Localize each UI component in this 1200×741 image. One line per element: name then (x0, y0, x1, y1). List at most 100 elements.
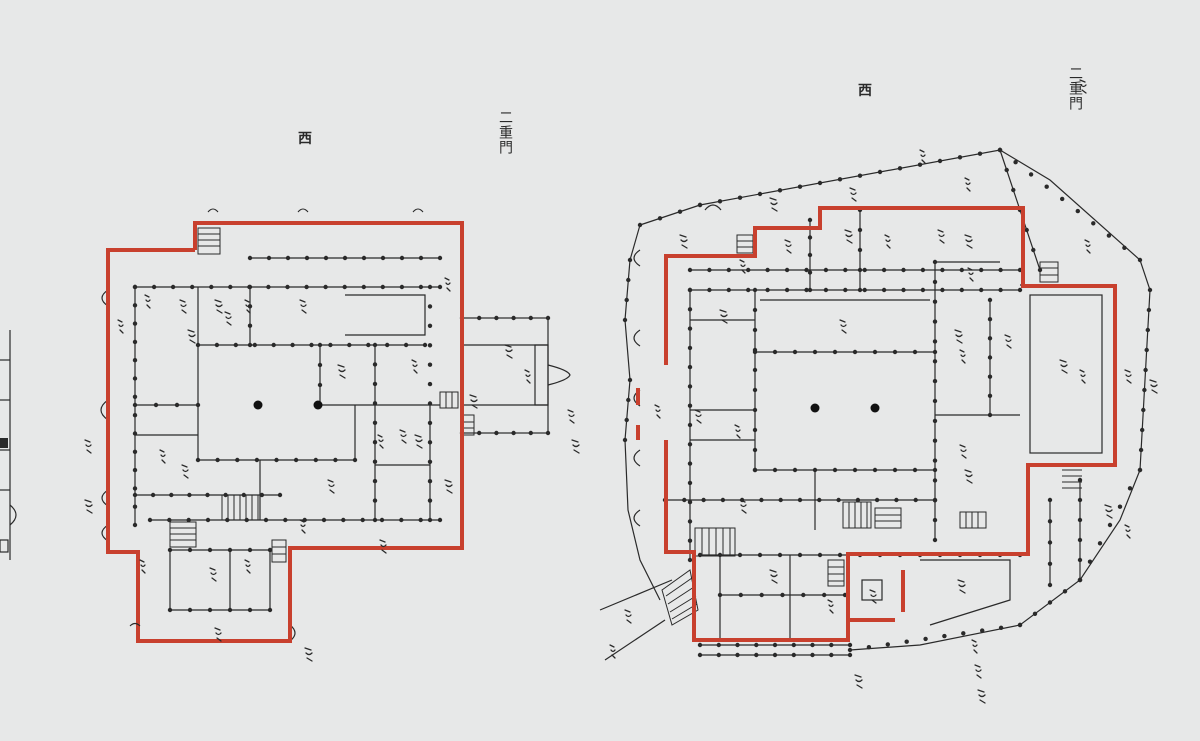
annotation-glyph (884, 234, 891, 249)
column-dot (913, 497, 918, 503)
annotation-glyph (1004, 334, 1012, 349)
column-dot (437, 517, 443, 523)
column-dot (772, 652, 778, 658)
annotation-glyph (411, 359, 418, 374)
column-dot (772, 642, 778, 648)
column-dot (241, 492, 246, 498)
column-dot (932, 517, 938, 523)
right-main-pillar-west (810, 403, 820, 413)
column-dot (637, 222, 643, 228)
column-dot (852, 467, 858, 473)
column-dot (132, 358, 138, 363)
column-dot (427, 381, 433, 387)
annotation-glyph (377, 434, 384, 449)
column-dot (784, 267, 790, 273)
column-dot (195, 402, 201, 408)
column-dot (627, 257, 633, 263)
column-dot (1144, 347, 1149, 353)
column-dot (1087, 559, 1093, 564)
column-dot (752, 349, 758, 355)
column-dot (932, 378, 938, 384)
column-dot (797, 552, 803, 558)
column-dot (174, 402, 180, 408)
column-dot (266, 284, 271, 290)
column-dot (205, 517, 211, 523)
column-dot (132, 376, 138, 381)
column-dot (427, 304, 433, 309)
column-dot (399, 255, 405, 261)
column-dot (186, 517, 191, 523)
column-dot (1024, 227, 1029, 233)
column-dot (1047, 497, 1053, 503)
column-dot (832, 349, 838, 355)
column-dot (225, 517, 230, 523)
annotation-glyph (179, 299, 187, 314)
right-main-pillar-east (870, 403, 880, 413)
column-dot (987, 412, 993, 418)
column-dot (857, 173, 863, 178)
column-dot (959, 287, 964, 293)
column-dot (1047, 600, 1053, 605)
annotation-glyph (214, 627, 222, 642)
column-dot (746, 287, 751, 293)
column-dot (380, 284, 385, 290)
column-dot (1077, 557, 1083, 563)
column-dot (244, 517, 249, 523)
column-dot (817, 552, 823, 558)
column-dot (372, 401, 378, 406)
column-dot (901, 287, 906, 293)
left-main-pillar-east (313, 400, 323, 410)
column-dot (352, 457, 358, 463)
column-dot (1106, 233, 1112, 238)
column-dot (427, 362, 433, 367)
annotation-glyph (854, 674, 863, 689)
column-dot (881, 287, 887, 293)
column-dot (829, 642, 834, 648)
column-dot (720, 497, 726, 503)
column-dot (874, 497, 880, 503)
column-dot (1013, 160, 1018, 165)
annotation-glyph (399, 429, 407, 444)
column-dot (979, 267, 984, 273)
column-dot (823, 287, 829, 293)
column-dot (427, 420, 433, 426)
column-dot (797, 184, 803, 189)
column-dot (304, 255, 310, 261)
column-dot (347, 342, 352, 348)
column-dot (1117, 504, 1123, 509)
column-dot (778, 497, 783, 503)
column-dot (961, 631, 966, 636)
annotation-glyph (839, 319, 847, 334)
annotation-glyph (524, 369, 531, 384)
column-dot (847, 652, 853, 658)
column-dot (1107, 522, 1113, 528)
column-dot (285, 284, 290, 290)
column-dot (932, 537, 938, 543)
column-dot (266, 255, 272, 261)
left-direction-mark: 西 (298, 131, 313, 147)
column-dot (987, 317, 993, 322)
column-dot (932, 398, 938, 404)
column-dot (998, 625, 1004, 630)
column-dot (511, 315, 516, 321)
annotation-glyph (869, 589, 877, 604)
column-dot (920, 267, 926, 273)
column-dot (877, 169, 883, 175)
column-dot (765, 287, 770, 293)
column-dot (892, 349, 898, 355)
column-dot (167, 607, 173, 613)
column-dot (372, 478, 378, 484)
column-dot (717, 592, 723, 598)
column-dot (418, 255, 424, 261)
column-dot (687, 480, 693, 486)
column-dot (132, 284, 138, 290)
column-dot (283, 517, 288, 523)
column-dot (132, 321, 138, 326)
column-dot (147, 517, 153, 523)
column-dot (987, 297, 993, 303)
column-dot (857, 227, 863, 233)
annotation-glyph (937, 229, 945, 244)
column-dot (977, 151, 983, 156)
column-dot (1028, 172, 1034, 177)
